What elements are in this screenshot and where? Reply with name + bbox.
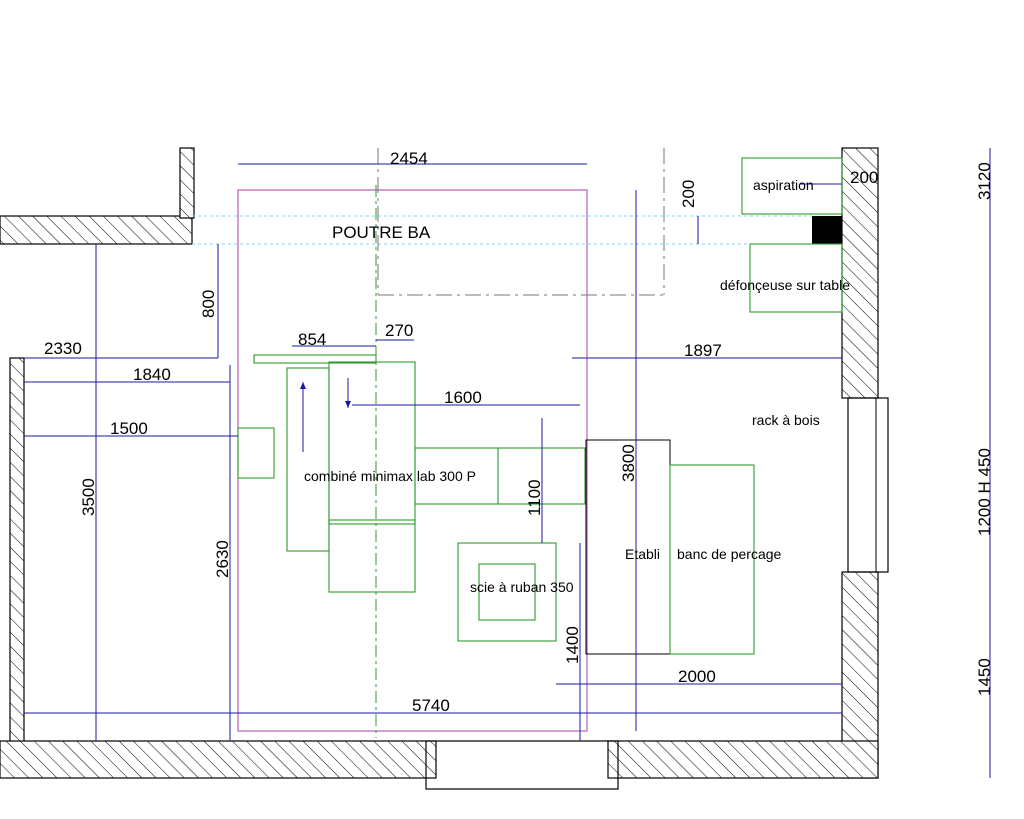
router-table-box (749, 243, 843, 313)
elevation-window: 1200 H 450 (975, 448, 994, 536)
window-frame-inner (847, 397, 877, 573)
aspiration-box (741, 157, 843, 215)
door-sill (425, 740, 619, 790)
window-right (847, 397, 889, 573)
drill-press-label: banc de percage (677, 546, 782, 562)
dim-5740: 5740 (412, 696, 450, 715)
combined-machine-infeed (414, 447, 586, 505)
dim-1840: 1840 (133, 365, 171, 384)
dimension-lines (24, 148, 991, 778)
wood-rack-label: rack à bois (752, 412, 820, 428)
workbench-label: Etabli (625, 546, 660, 562)
dim-1400: 1400 (563, 626, 582, 664)
machine-zone (237, 189, 588, 732)
dim-2630: 2630 (213, 540, 232, 578)
dim-200-horizontal: 200 (850, 168, 878, 187)
router-table-label: défonçeuse sur table (720, 277, 850, 293)
dim-1600: 1600 (444, 388, 482, 407)
combined-machine-table (253, 354, 377, 364)
dim-200-vertical: 200 (679, 180, 698, 208)
elevation-3120: 3120 (975, 162, 994, 200)
combined-machine-label: combiné minimax lab 300 P (304, 468, 476, 484)
combined-machine-body (286, 367, 330, 552)
dim-1100: 1100 (525, 479, 544, 516)
combined-machine-inner (328, 519, 416, 525)
dim-2454: 2454 (390, 149, 428, 168)
furniture (237, 157, 843, 655)
dim-854: 854 (298, 330, 326, 349)
dim-270: 270 (385, 321, 413, 340)
wall-bottom-right (607, 740, 879, 779)
bandsaw-inner (478, 563, 536, 621)
aspiration-label: aspiration (753, 177, 814, 193)
wall-right-upper (841, 147, 879, 399)
elevation-1450: 1450 (975, 658, 994, 696)
dim-1897: 1897 (684, 341, 722, 360)
dim-800: 800 (199, 290, 218, 318)
beam-outline (192, 215, 812, 245)
upper-zone-outline (377, 148, 665, 296)
dim-1500: 1500 (110, 419, 148, 438)
beam-label: POUTRE BA (332, 223, 431, 242)
bandsaw-outer (457, 542, 557, 642)
dim-3500: 3500 (79, 478, 98, 516)
combined-machine-extension (237, 427, 275, 479)
wall-top-left-return (179, 147, 195, 219)
bandsaw-label: scie à ruban 350 (470, 579, 574, 595)
dim-3800: 3800 (619, 444, 638, 482)
drill-press-box (669, 464, 755, 655)
dim-2330: 2330 (44, 339, 82, 358)
wall-bottom-left (0, 740, 437, 779)
walls (0, 147, 889, 790)
wall-top-left (0, 215, 193, 245)
dim-2000: 2000 (678, 667, 716, 686)
beam-column-marker (812, 216, 842, 244)
wall-left (9, 357, 25, 743)
